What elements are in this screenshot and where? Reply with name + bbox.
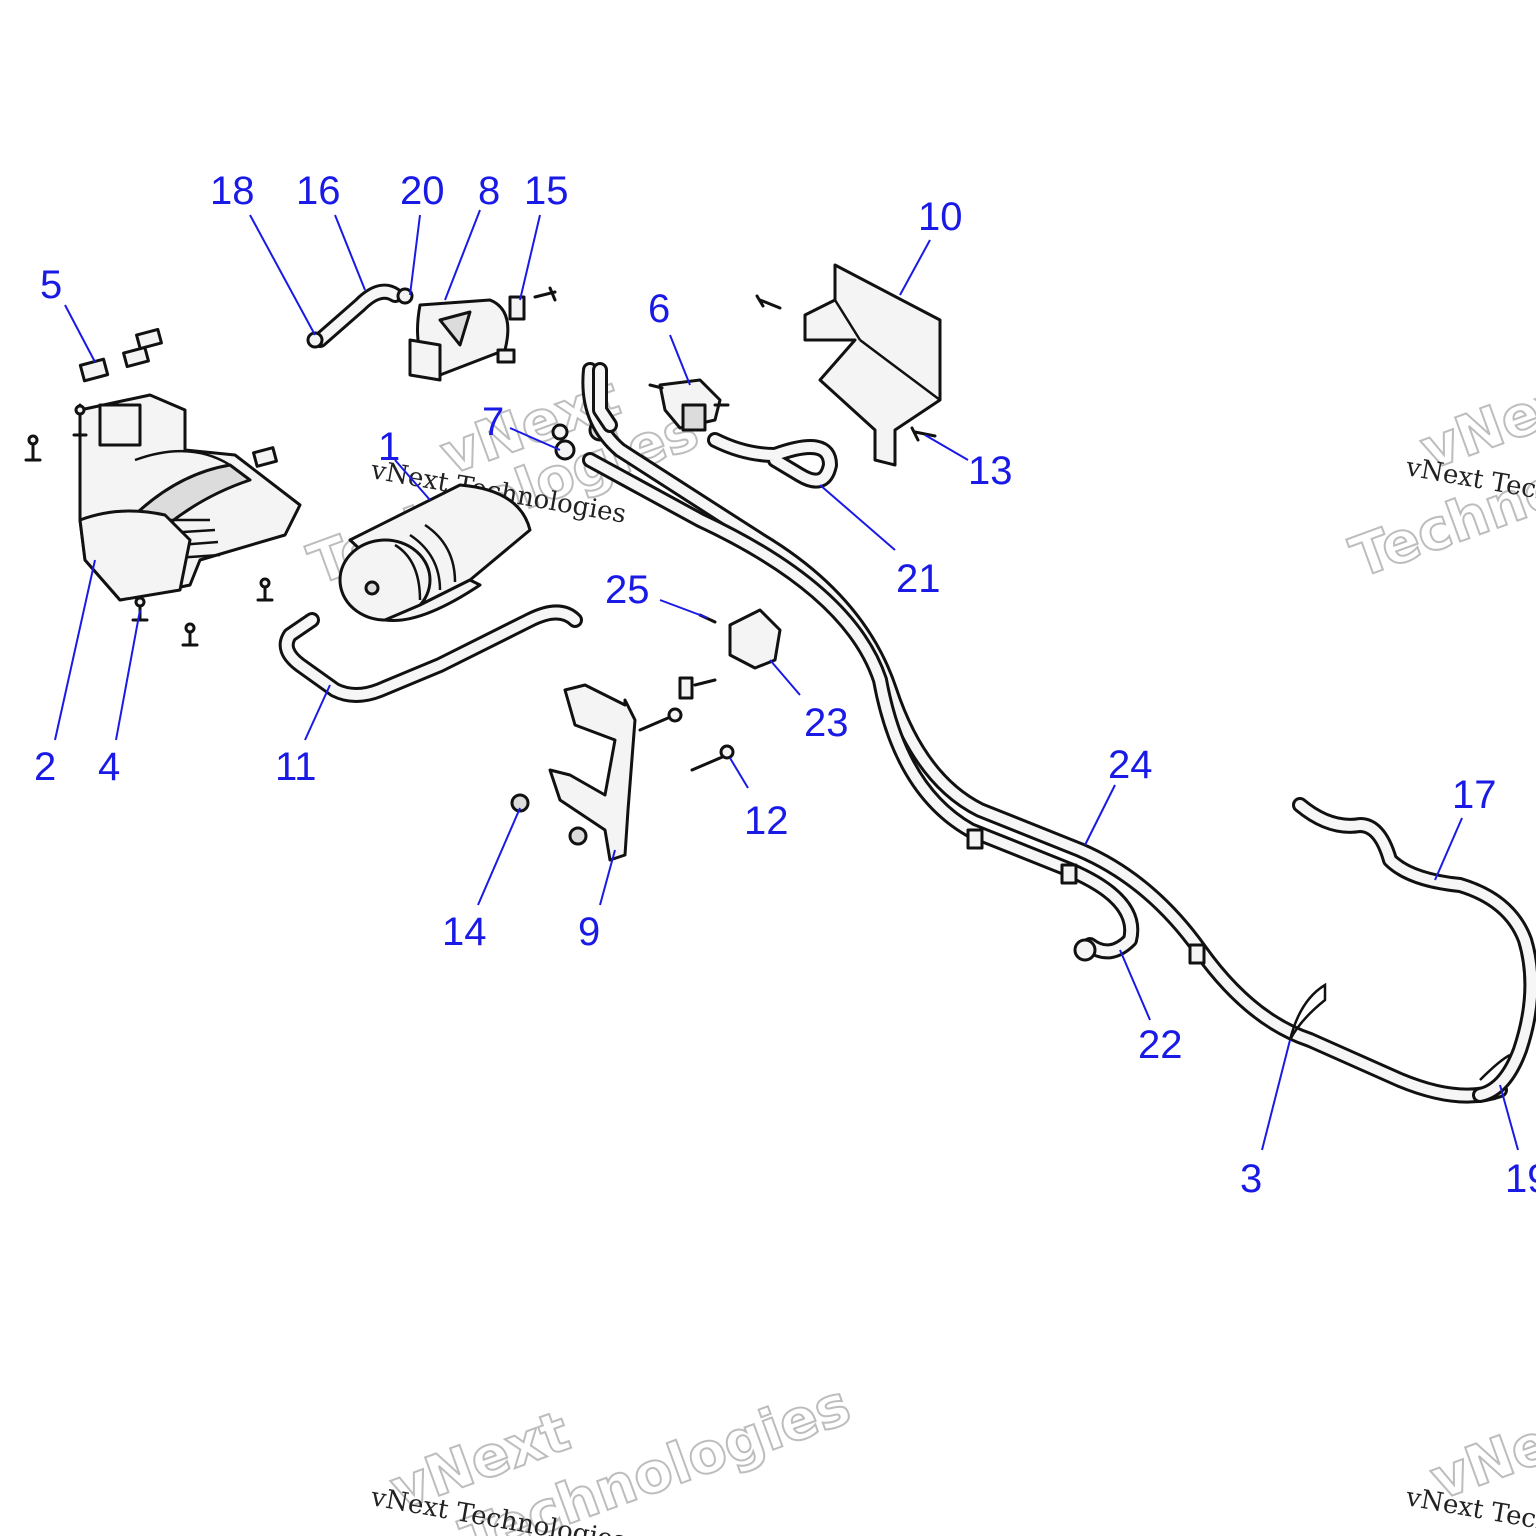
callout-9: 9 [578,910,600,954]
charcoal-canister [338,483,532,623]
callout-22: 22 [1138,1023,1183,1067]
callout-14: 14 [442,910,487,954]
callout-17: 17 [1452,773,1497,817]
callout-20: 20 [400,169,445,213]
filter-hose [306,283,414,349]
callout-16: 16 [296,169,341,213]
valve-bracket [548,683,637,862]
filler-vent-hose [1288,797,1536,1103]
callout-19: 19 [1505,1157,1536,1201]
callout-12: 12 [744,799,789,843]
mounting-screws [24,403,274,647]
watermark-bottom-right: vNext vNext Technologies [1403,1388,1536,1536]
callout-1: 1 [378,425,400,469]
purge-hose [707,432,838,489]
clip-nuts [78,327,278,468]
line-clip [1188,943,1206,965]
callout-15: 15 [524,169,569,213]
line-clip [1060,863,1078,885]
line-clip [966,828,984,850]
callout-10: 10 [918,195,963,239]
callout-2: 2 [34,745,56,789]
leader-lines [54,209,1519,1151]
callout-8: 8 [478,169,500,213]
heat-shield [803,263,942,467]
vent-hose [278,604,583,703]
callout-25: 25 [605,568,650,612]
callout-13: 13 [968,449,1013,493]
watermark-bottom-center: vNext Technologies vNext Technologies [368,1371,860,1536]
bracket-hardware [510,608,782,846]
callout-24: 24 [1108,743,1153,787]
callout-5: 5 [40,263,62,307]
inline-filter [408,298,516,382]
purge-valve [648,378,730,432]
callout-11: 11 [275,745,317,789]
callout-3: 3 [1240,1157,1262,1201]
watermark-right: vNext Technologies vNext Technologies [1342,358,1536,592]
callout-7: 7 [482,400,504,444]
main-vent-lines [581,362,1508,1104]
callout-21: 21 [896,557,941,601]
callout-4: 4 [98,745,120,789]
hose-clamp-18 [306,331,324,349]
fuel-fitting-22 [1073,938,1097,962]
callout-18: 18 [210,169,255,213]
callout-labels: 1 2 3 4 5 6 7 8 9 10 11 12 13 14 15 16 1… [34,169,1536,1201]
shield-bolts [755,294,937,442]
hose-clamp-20 [396,287,414,305]
filter-clip-bolt [508,286,557,321]
callout-6: 6 [648,287,670,331]
callout-23: 23 [804,701,849,745]
canister-bracket [78,393,302,602]
